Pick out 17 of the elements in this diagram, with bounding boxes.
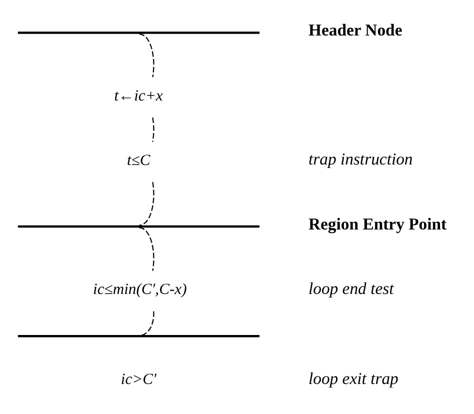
label: trap instruction [308,150,412,169]
node-text: ic>C′ [120,371,156,388]
node-bar [17,335,259,338]
node-text: ic≤min(C′,C-x) [92,281,186,298]
connector [138,311,154,336]
connector [138,227,154,271]
node-bar [17,225,259,228]
label: loop end test [308,278,394,298]
node-bar [17,32,259,34]
label: Region Entry Point [308,214,446,234]
label: loop exit trap [308,369,398,388]
connector [138,182,154,226]
label: Header Node [308,20,402,40]
connector [152,117,154,142]
connector [138,33,154,78]
node-text: t←ic+x [114,87,162,104]
node-text: t≤C [126,152,150,169]
